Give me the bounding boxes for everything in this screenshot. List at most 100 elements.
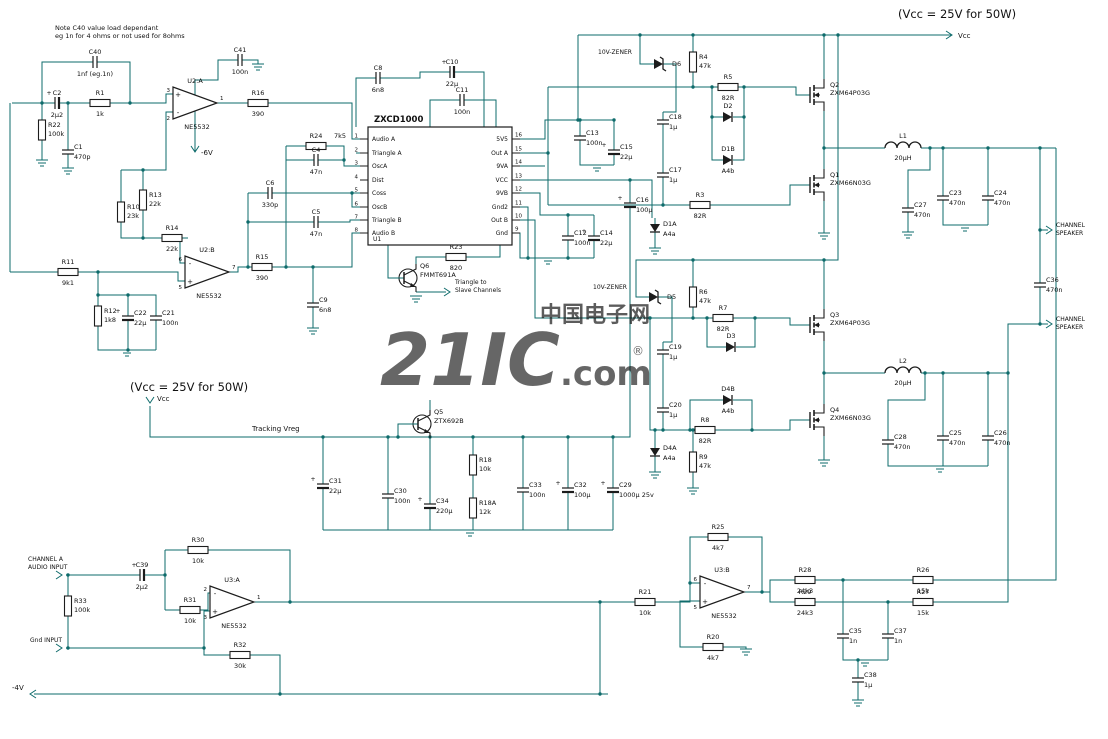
value: 7k5 (334, 132, 346, 140)
value: 1k8 (104, 316, 116, 324)
designator: R14 (166, 224, 179, 232)
value: 390 (252, 110, 264, 118)
designator: C28 (894, 433, 907, 441)
value: 20μH (894, 154, 911, 162)
value: 1μ (669, 411, 677, 419)
svg-text:8: 8 (355, 228, 359, 234)
svg-text:2: 2 (167, 116, 171, 122)
component-C24: C24 470n (982, 188, 1011, 208)
designator: C6 (266, 179, 275, 187)
value: 22μ (446, 80, 458, 88)
svg-text:+: + (581, 228, 586, 235)
designator: D4A (663, 444, 677, 452)
svg-text:15: 15 (515, 147, 522, 153)
net-arrow-icon (945, 30, 953, 40)
designator: R31 (184, 596, 197, 604)
svg-text:+: + (617, 195, 622, 202)
ground-icon (852, 699, 864, 707)
value: 22μ (600, 239, 612, 247)
svg-text:Audio A: Audio A (372, 136, 396, 143)
component-D2: D2 (718, 102, 738, 122)
designator: L2 (899, 357, 907, 365)
component-D3: D3 (721, 332, 741, 352)
designator: C24 (994, 189, 1007, 197)
designator: R6 (699, 288, 708, 296)
svg-text:6: 6 (179, 257, 183, 263)
net-label-text: Tracking Vreg (251, 425, 300, 433)
designator: C37 (894, 627, 907, 635)
value: 100n (454, 108, 471, 116)
designator: Q5 (434, 408, 443, 416)
designator: U2:B (199, 246, 215, 254)
net-label: Triangle to (454, 279, 487, 286)
ground-icon (307, 327, 319, 335)
net-label: Gnd INPUT (30, 637, 63, 653)
svg-text:5V5: 5V5 (496, 136, 508, 143)
net-label-text: -4V (12, 684, 24, 692)
value: 1n (894, 637, 902, 645)
value: A4b (722, 167, 735, 175)
net-label: CHANNEL (1056, 316, 1086, 323)
svg-text:Coss: Coss (372, 190, 386, 197)
svg-text:+: + (46, 90, 51, 97)
ground-icon (252, 63, 264, 71)
designator: R18 (479, 456, 492, 464)
designator: D5 (667, 293, 676, 301)
value: 82R (694, 212, 707, 220)
designator: C41 (234, 46, 247, 54)
annotation-text: (Vcc = 25V for 50W) (898, 7, 1016, 21)
net-label: CHANNEL A (28, 556, 64, 563)
ground-icon (818, 459, 830, 467)
designator: Q6 (420, 262, 429, 270)
designator: Q4 (830, 406, 839, 414)
designator: C13 (586, 129, 599, 137)
svg-text:OscB: OscB (372, 204, 387, 211)
designator: R5 (724, 73, 733, 81)
designator: Q1 (830, 171, 839, 179)
value: 22k (149, 200, 161, 208)
svg-text:11: 11 (515, 201, 522, 207)
svg-text:-: - (214, 590, 217, 598)
ground-icon (542, 257, 554, 265)
net-label: SPEAKER (1045, 225, 1083, 237)
value: 4k7 (712, 544, 724, 552)
designator: U2:A (187, 77, 203, 85)
designator: C15 (620, 143, 633, 151)
value: 100μ (574, 491, 591, 499)
designator: R32 (234, 641, 247, 649)
svg-text:-: - (177, 109, 180, 117)
value: 6n8 (372, 86, 384, 94)
value: A4a (663, 454, 676, 462)
svg-text:16: 16 (515, 133, 522, 139)
value: 47k (699, 62, 711, 70)
net-label: SPEAKER (1045, 319, 1083, 331)
svg-text:-: - (704, 580, 707, 588)
value: 470n (994, 199, 1011, 207)
value: 10k (479, 465, 491, 473)
designator: R13 (149, 191, 162, 199)
svg-text:+: + (310, 476, 315, 483)
designator: U3:A (224, 576, 240, 584)
component-R32: R32 30k (224, 641, 256, 670)
designator: R4 (699, 53, 708, 61)
ground-icon (902, 231, 914, 239)
value: 30k (234, 662, 246, 670)
svg-text:+: + (175, 91, 181, 99)
value: 2μ2 (51, 111, 63, 119)
